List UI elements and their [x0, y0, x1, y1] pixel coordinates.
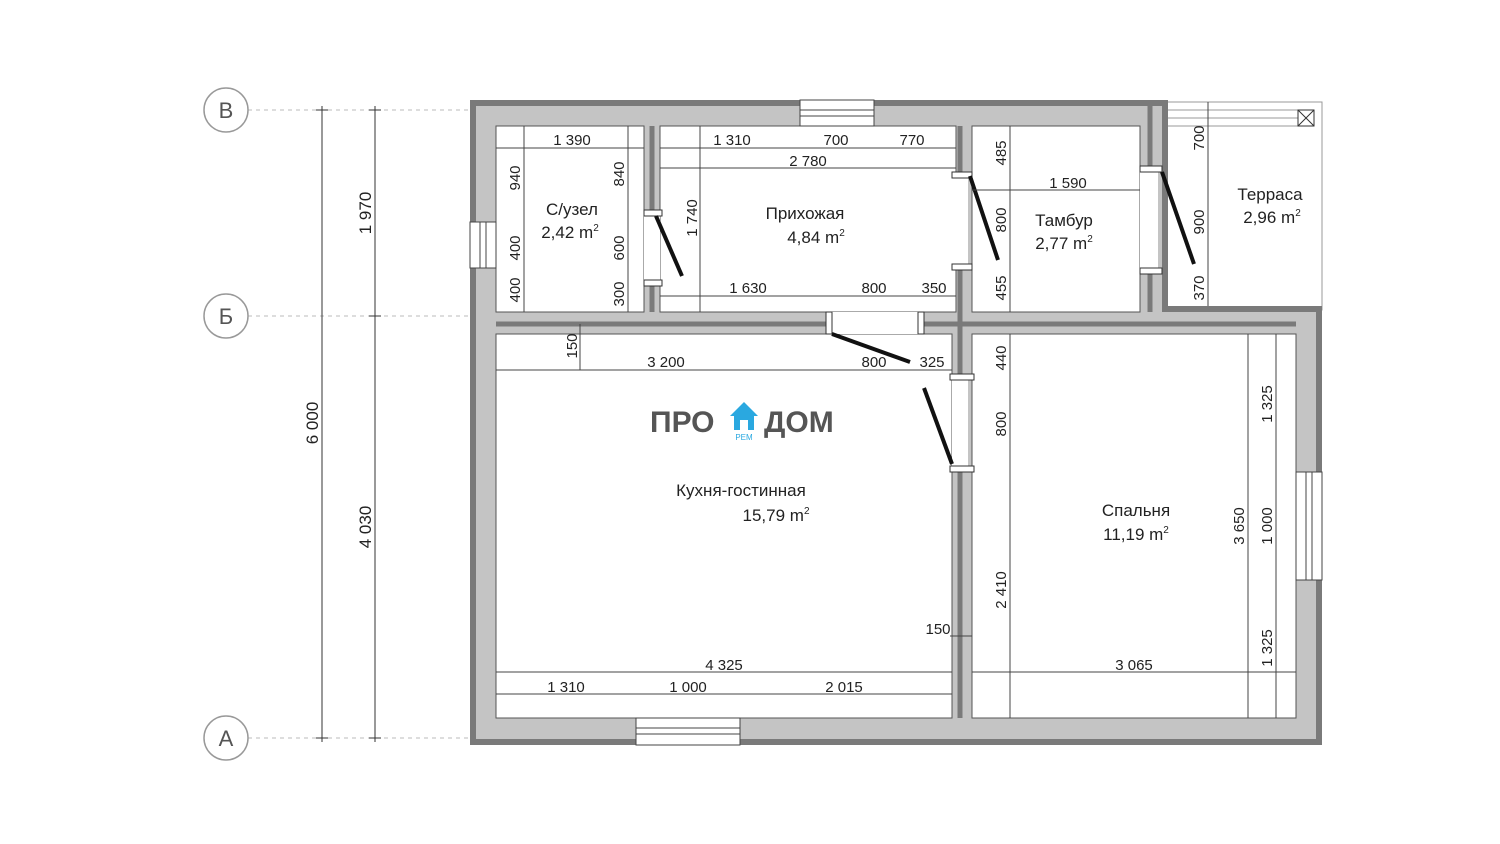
dim-label: 1 325 — [1259, 385, 1276, 423]
room-name-wc: С/узел — [546, 200, 598, 219]
dimension-lines — [496, 102, 1296, 718]
axis-label-v: В — [219, 98, 234, 123]
dim-label: 1 390 — [553, 132, 591, 149]
dim-label: 1 325 — [1259, 629, 1276, 667]
dim-total-height: 6 000 — [303, 402, 322, 445]
dim-lower-height: 4 030 — [356, 506, 375, 549]
dim-label: 800 — [993, 207, 1010, 232]
dim-label: 1 630 — [729, 280, 767, 297]
dim-label: 485 — [993, 140, 1010, 165]
dim-label: 1 590 — [1049, 175, 1087, 192]
dimension-labels: 1 390 1 310 700 770 2 780 1 590 1 630 80… — [507, 125, 1276, 696]
room-area-terrace: 2,96 m2 — [1243, 208, 1301, 227]
room-area-kitchen: 15,79 m2 — [743, 506, 810, 525]
logo-text-right: ДОМ — [764, 406, 834, 439]
walls — [470, 100, 1322, 745]
overall-dimension-lines — [316, 106, 381, 742]
logo-subtext: РЕМ — [735, 433, 753, 442]
axis-markers: В Б А — [203, 87, 249, 761]
room-name-tambur: Тамбур — [1035, 211, 1093, 230]
dim-label: 1 000 — [1259, 507, 1276, 545]
room-area-bedroom: 11,19 m2 — [1103, 525, 1169, 544]
windows — [469, 99, 1323, 746]
dim-label: 440 — [993, 345, 1010, 370]
dim-label: 900 — [1191, 209, 1208, 234]
dim-label: 800 — [993, 411, 1010, 436]
dim-label: 700 — [823, 132, 848, 149]
dim-upper-height: 1 970 — [356, 192, 375, 235]
room-area-hall: 4,84 m2 — [787, 228, 845, 247]
dim-label: 700 — [1191, 125, 1208, 150]
logo-text-left: ПРО — [650, 406, 715, 439]
dim-label: 350 — [921, 280, 946, 297]
room-name-terrace: Терраса — [1237, 185, 1303, 204]
dim-label: 800 — [861, 354, 886, 371]
dim-label: 840 — [611, 161, 628, 186]
dim-label: 400 — [507, 277, 524, 302]
grid-lines — [248, 109, 470, 739]
dim-label: 370 — [1191, 275, 1208, 300]
dim-label: 940 — [507, 165, 524, 190]
dim-label: 600 — [611, 235, 628, 260]
dim-label: 400 — [507, 235, 524, 260]
dim-label: 3 200 — [647, 354, 685, 371]
room-labels: С/узел 2,42 m2 Прихожая 4,84 m2 Тамбур 2… — [541, 185, 1303, 544]
dim-label: 3 650 — [1231, 507, 1248, 545]
house-icon — [730, 402, 758, 430]
dim-label: 2 780 — [789, 153, 827, 170]
dim-label: 1 000 — [669, 679, 707, 696]
room-area-tambur: 2,77 m2 — [1035, 234, 1093, 253]
axis-label-a: А — [219, 726, 234, 751]
dim-label: 150 — [564, 333, 581, 358]
axis-circle-a — [203, 715, 249, 761]
dim-label: 1 310 — [713, 132, 751, 149]
dim-label: 800 — [861, 280, 886, 297]
dim-label: 325 — [919, 354, 944, 371]
axis-label-b: Б — [219, 304, 233, 329]
room-area-wc: 2,42 m2 — [541, 223, 599, 242]
dim-label: 300 — [611, 281, 628, 306]
dim-label: 1 740 — [684, 199, 701, 237]
room-name-kitchen: Кухня-гостинная — [676, 481, 806, 500]
room-name-bedroom: Спальня — [1102, 501, 1170, 520]
logo: ПРО РЕМ ДОМ — [650, 402, 834, 442]
doors — [643, 165, 1196, 473]
dim-label: 150 — [925, 621, 950, 638]
axis-circle-b — [203, 293, 249, 339]
dim-label: 455 — [993, 275, 1010, 300]
terrace-outline — [1159, 101, 1323, 311]
dim-label: 4 325 — [705, 657, 743, 674]
room-name-hall: Прихожая — [766, 204, 845, 223]
dim-label: 2 015 — [825, 679, 863, 696]
axis-circle-v — [203, 87, 249, 133]
dim-label: 3 065 — [1115, 657, 1153, 674]
dim-label: 770 — [899, 132, 924, 149]
dim-label: 2 410 — [993, 571, 1010, 609]
dim-label: 1 310 — [547, 679, 585, 696]
